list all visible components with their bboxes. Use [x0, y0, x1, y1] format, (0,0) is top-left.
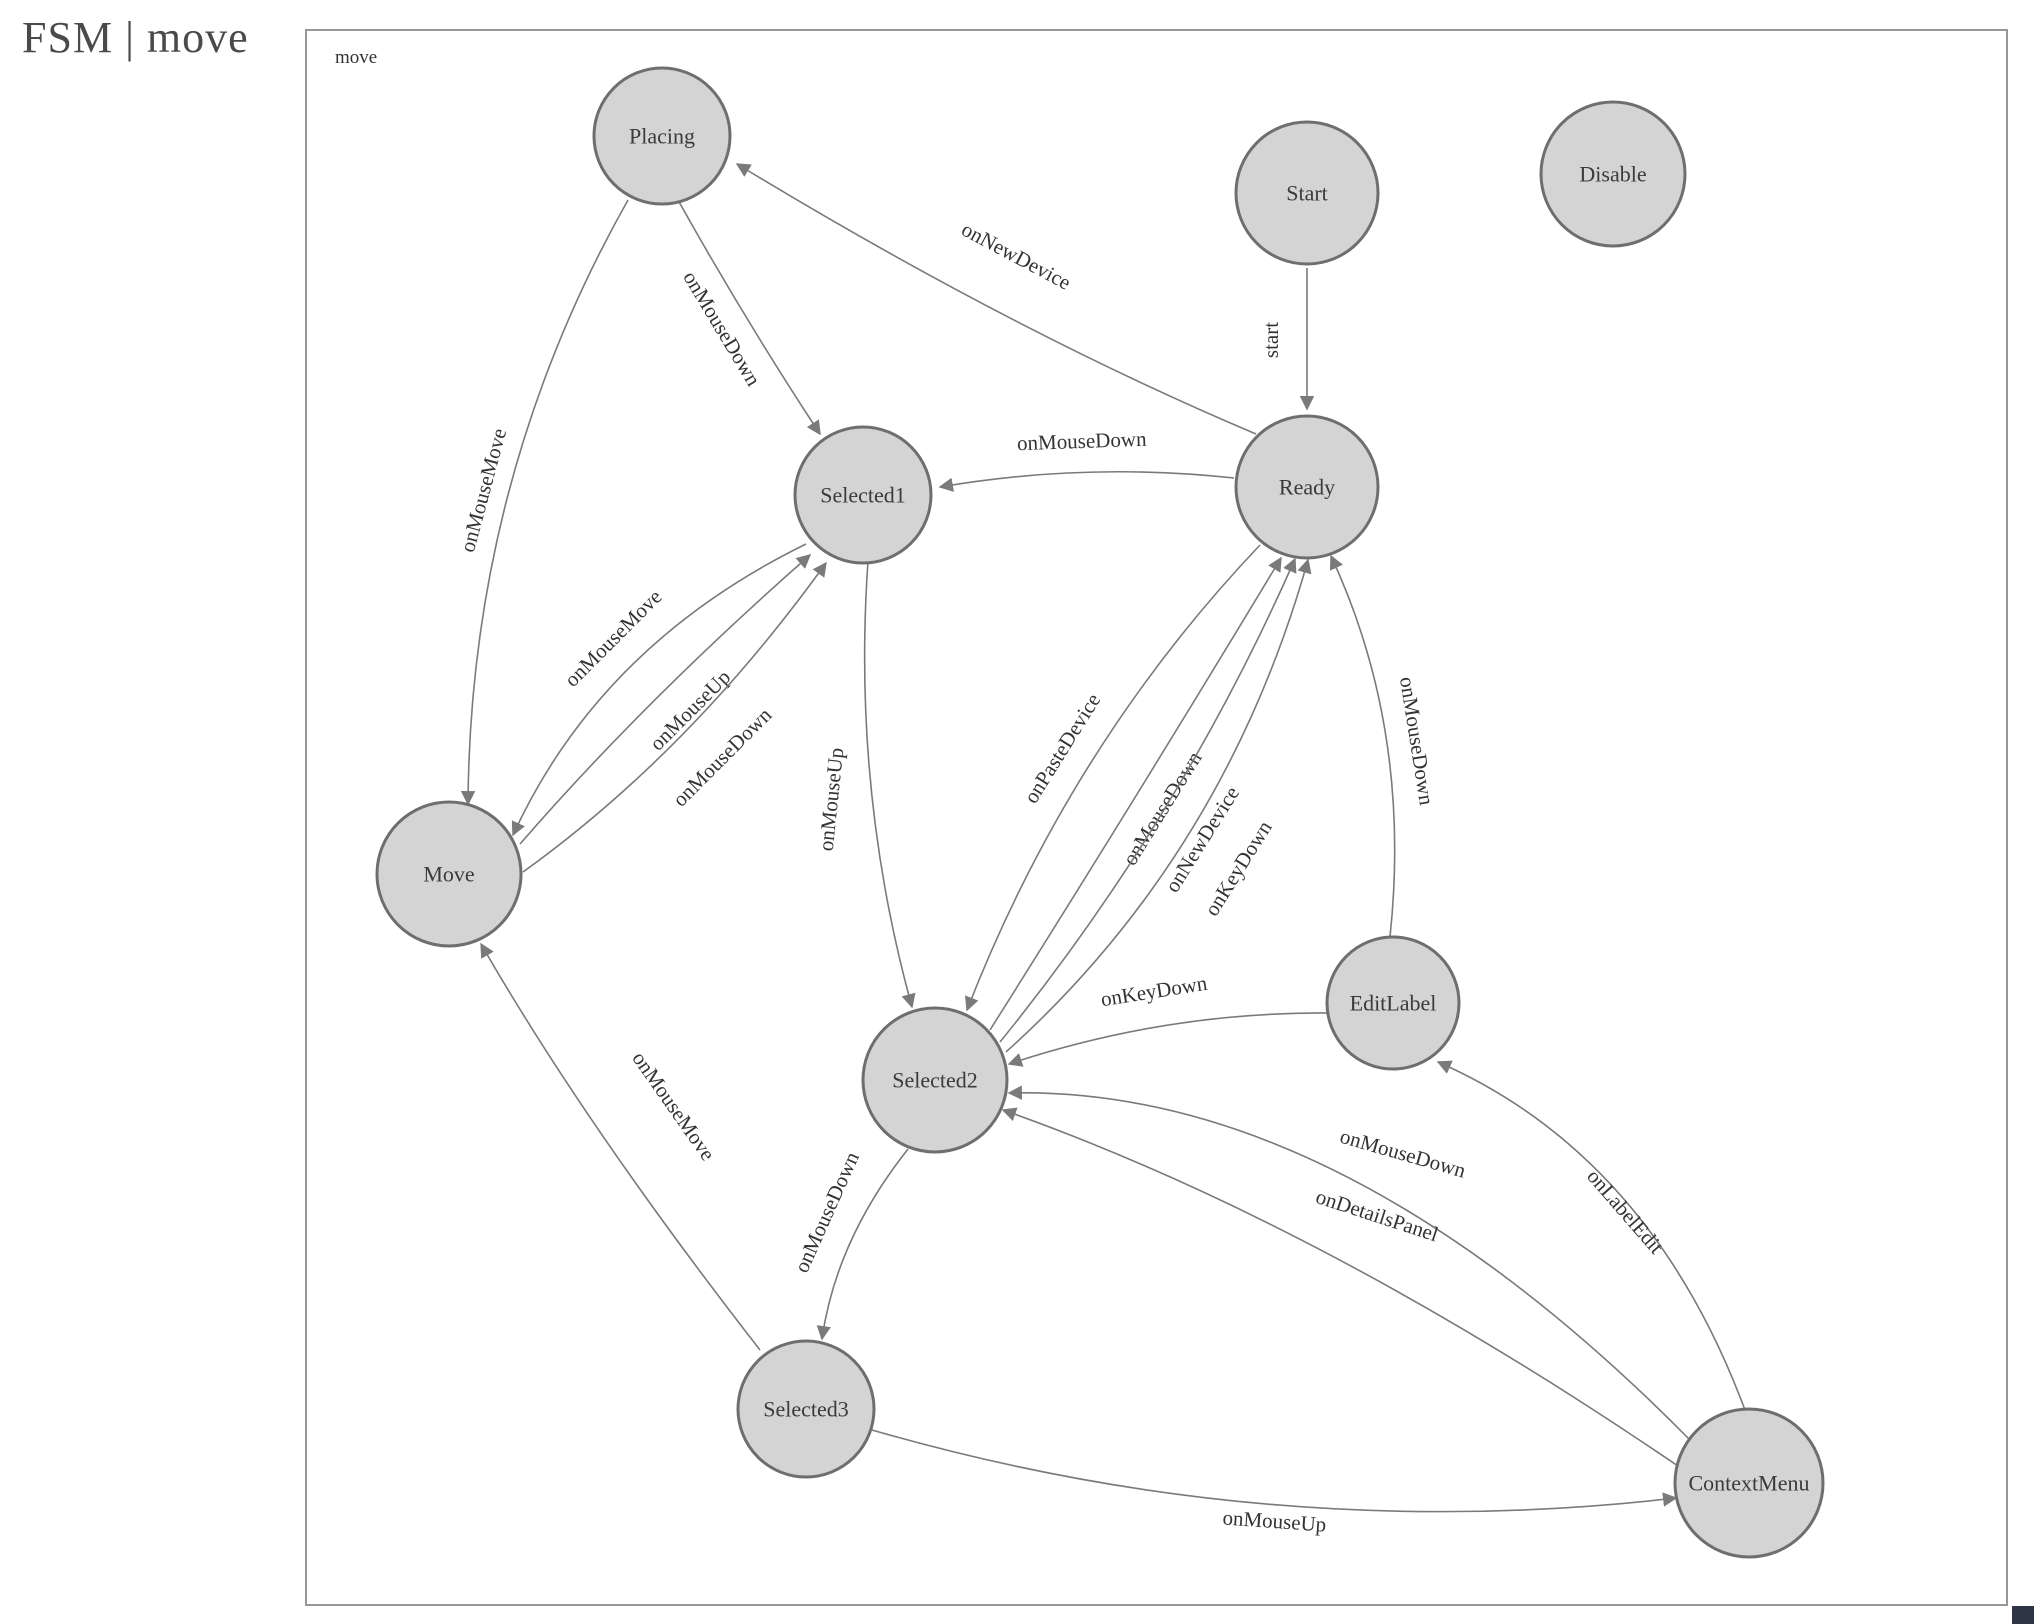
page-title: FSM | move — [22, 13, 249, 62]
state-node-selected2[interactable]: Selected2 — [861, 1006, 1009, 1154]
state-circle-disable[interactable] — [1539, 100, 1687, 248]
state-node-selected1[interactable]: Selected1 — [793, 425, 933, 565]
state-circle-selected2[interactable] — [861, 1006, 1009, 1154]
state-circle-start[interactable] — [1234, 120, 1380, 266]
state-circle-placing[interactable] — [592, 66, 732, 206]
state-node-ready[interactable]: Ready — [1234, 414, 1380, 560]
state-node-selected3[interactable]: Selected3 — [736, 1339, 876, 1479]
state-node-start[interactable]: Start — [1234, 120, 1380, 266]
state-node-disable[interactable]: Disable — [1539, 100, 1687, 248]
group-label: move — [335, 47, 378, 68]
state-circle-move[interactable] — [375, 800, 523, 948]
scroll-corner — [2012, 1606, 2034, 1624]
state-node-move[interactable]: Move — [375, 800, 523, 948]
state-circle-selected1[interactable] — [793, 425, 933, 565]
state-node-placing[interactable]: Placing — [592, 66, 732, 206]
state-circle-selected3[interactable] — [736, 1339, 876, 1479]
state-circle-contextmenu[interactable] — [1673, 1407, 1825, 1559]
state-circle-editlabel[interactable] — [1325, 935, 1461, 1071]
state-node-contextmenu[interactable]: ContextMenu — [1673, 1407, 1825, 1559]
diagram-canvas: move — [305, 29, 2008, 1606]
state-circle-ready[interactable] — [1234, 414, 1380, 560]
state-node-editlabel[interactable]: EditLabel — [1325, 935, 1461, 1071]
